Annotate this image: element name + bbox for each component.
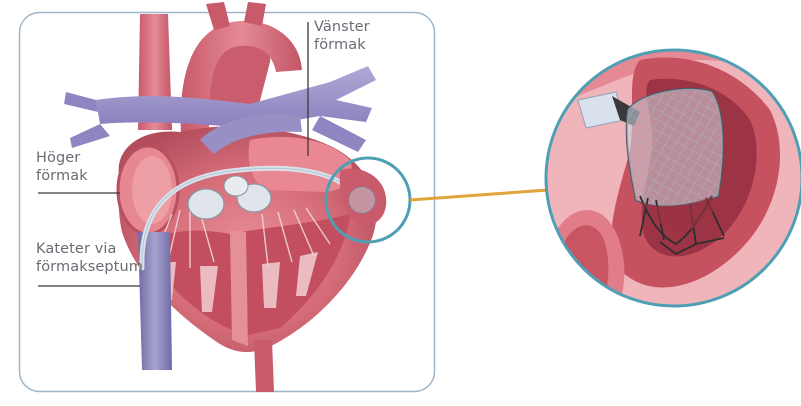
label-left-atrium-line1: Vänster <box>314 18 370 36</box>
label-right-atrium-line2: förmak <box>36 167 88 185</box>
label-right-atrium-line1: Höger <box>36 149 88 167</box>
zoom-callout <box>540 40 801 320</box>
label-left-atrium-line2: förmak <box>314 36 370 54</box>
label-catheter: Kateter via förmakseptum <box>36 240 143 276</box>
label-left-atrium: Vänster förmak <box>314 18 370 54</box>
label-catheter-line1: Kateter via <box>36 240 143 258</box>
label-catheter-line2: förmakseptum <box>36 258 143 276</box>
tricuspid-valve <box>188 189 224 219</box>
label-right-atrium: Höger förmak <box>36 149 88 185</box>
